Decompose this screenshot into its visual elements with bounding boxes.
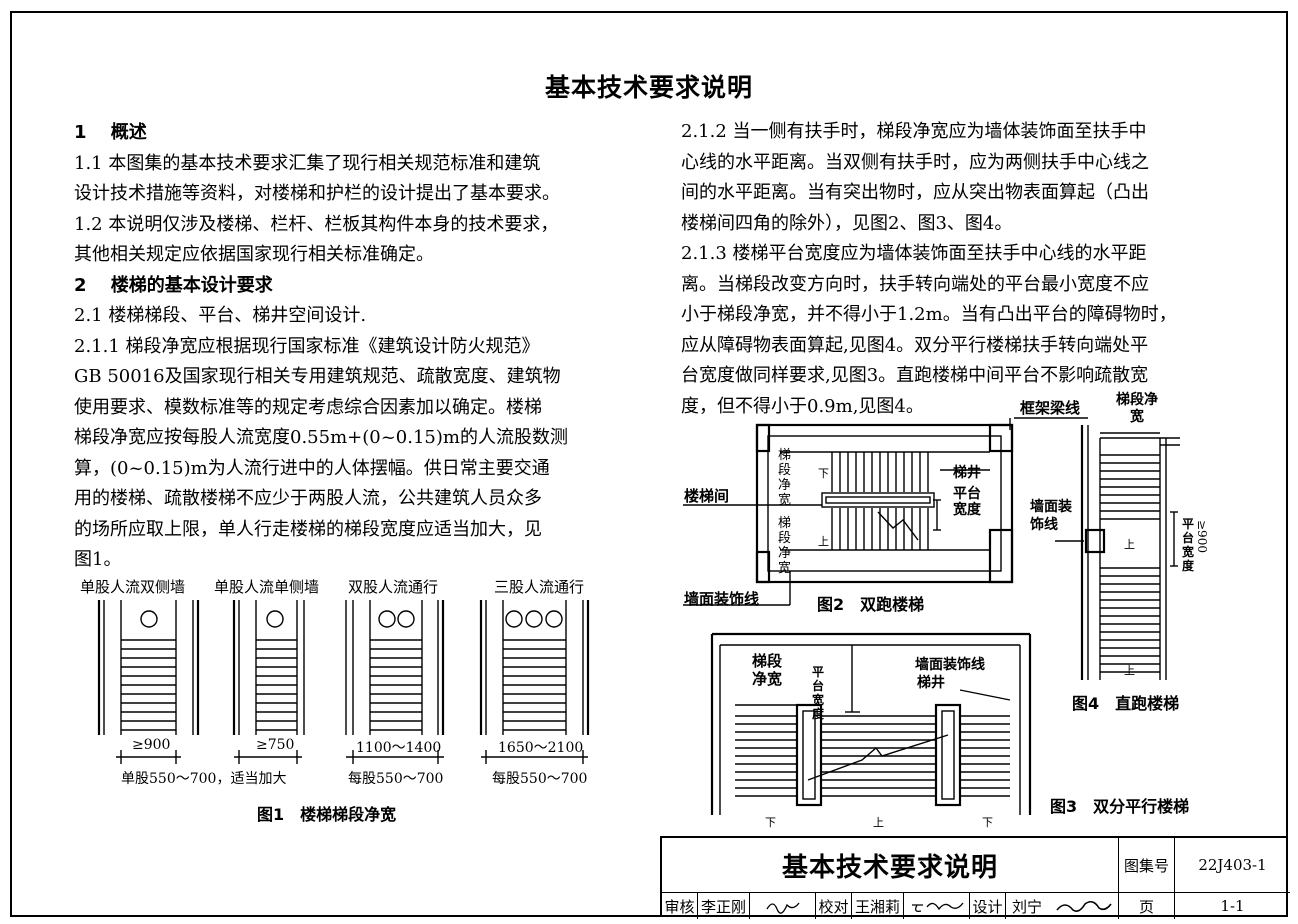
design-label: 设计 xyxy=(970,893,1006,919)
body-text-line: 小于梯段净宽，并不得小于1.2m。当有凸出平台的障碍物时， xyxy=(681,304,1177,325)
review-label: 审核 xyxy=(662,893,698,919)
fig3-caption: 图3 双分平行楼梯 xyxy=(1050,797,1190,816)
body-text-line: 2.1.3 楼梯平台宽度应为墙体装饰面至扶手中心线的水平距 xyxy=(681,243,1147,264)
fig2-wall-finish-label: 墙面装饰线 xyxy=(684,590,760,608)
designer-name: 刘宁 xyxy=(1011,897,1042,916)
reviewer-signature xyxy=(750,893,816,919)
fig4-platform-label: 平台宽度 xyxy=(1182,517,1195,573)
fig1-note-3: 每股550～700 xyxy=(492,771,588,787)
body-text-line: 楼梯间四角的除外），见图2、图3、图4。 xyxy=(681,212,1013,234)
page-label: 页 xyxy=(1119,893,1175,919)
title-block-main-title: 基本技术要求说明 xyxy=(662,838,1119,893)
reviewer-name: 李正刚 xyxy=(698,893,750,919)
fig2-down-label: 下 xyxy=(818,467,829,480)
section-heading: 2 楼梯的基本设计要求 xyxy=(74,274,273,296)
fig1-header-3: 双股人流通行 xyxy=(348,578,439,596)
body-text-line: 算，(0~0.15)m为人流行进中的人体摆幅。供日常主要交通 xyxy=(74,457,550,479)
body-text-line: 度，但不得小于0.9m,见图4。 xyxy=(681,395,924,417)
body-text-line: GB 50016及国家现行相关专用建筑规范、疏散宽度、建筑物 xyxy=(74,366,561,387)
fig2-run-width-b: 梯段净宽 xyxy=(778,516,792,576)
fig1-note-1: 单股550～700，适当加大 xyxy=(121,771,287,787)
fig4-up-label-2: 上 xyxy=(1124,664,1135,677)
body-text-line: 间的水平距离。当有突出物时，应从突出物表面算起（凸出 xyxy=(681,182,1149,203)
fig2-up-label: 上 xyxy=(818,535,829,548)
body-text-line: 用的楼梯、疏散楼梯不应少于两股人流，公共建筑人员众多 xyxy=(74,488,542,509)
designer-signature xyxy=(1048,893,1119,919)
body-text-line: 图1。 xyxy=(74,549,122,570)
fig3-well-label: 梯井 xyxy=(917,675,945,691)
body-text-line: 2.1.2 当一侧有扶手时，梯段净宽应为墙体装饰面至扶手中 xyxy=(681,121,1147,142)
fig1-dim-3: 1100～1400 xyxy=(356,740,442,756)
title-block: 基本技术要求说明 图集号 22J403-1 审核 李正刚 校对 王湘莉 设计 刘… xyxy=(660,836,1290,919)
page-number: 1-1 xyxy=(1220,897,1245,915)
atlas-number-label: 图集号 xyxy=(1119,838,1175,893)
body-text-line: 其他相关规定应依据国家现行相关标准确定。 xyxy=(74,244,434,265)
fig4-caption: 图4 直跑楼梯 xyxy=(1072,694,1180,713)
body-text-line: 离。当梯段改变方向时，扶手转向端处的平台最小宽度不应 xyxy=(681,273,1149,295)
fig4-run-width-label: 梯段净宽 xyxy=(1116,392,1158,425)
fig3-platform-label: 平台宽度 xyxy=(812,665,825,721)
body-text-line: 梯段净宽应按每股人流宽度0.55m+(0~0.15)m的人流股数测 xyxy=(74,427,568,448)
fig1-note-2: 每股550～700 xyxy=(348,771,444,787)
fig1-header-1: 单股人流双侧墙 xyxy=(80,578,186,596)
fig2-frame-beam-label: 框架梁线 xyxy=(1020,399,1081,417)
body-text-line: 心线的水平距离。当双侧有扶手时，应为两侧扶手中心线之 xyxy=(681,151,1149,173)
atlas-number-value: 22J403-1 xyxy=(1175,838,1290,893)
fig3-down-label-1: 下 xyxy=(765,816,776,829)
left-text-column: 1 概述 1.1 本图集的基本技术要求汇集了现行相关规范标准和建筑设计技术措施等资… xyxy=(74,118,616,576)
body-text-line: 台宽度做同样要求,见图3。直跑楼梯中间平台不影响疏散宽 xyxy=(681,365,1149,386)
fig2-well-label: 梯井 xyxy=(953,465,981,481)
fig3-wall-finish-label: 墙面装饰线 xyxy=(915,657,985,673)
body-text-line: 设计技术措施等资料，对楼梯和护栏的设计提出了基本要求。 xyxy=(74,183,560,204)
fig1-caption: 图1 楼梯梯段净宽 xyxy=(257,805,397,824)
body-text-line: 1.1 本图集的基本技术要求汇集了现行相关规范标准和建筑 xyxy=(74,152,541,174)
body-text-line: 使用要求、模数标准等的规定考虑综合因素加以确定。楼梯 xyxy=(74,396,542,418)
fig4-wall-finish-label: 墙面装饰线 xyxy=(1030,499,1072,533)
fig1-dim-2: ≥750 xyxy=(256,737,295,753)
page-title: 基本技术要求说明 xyxy=(544,73,753,102)
fig4-min-label: ≥900 xyxy=(1195,520,1209,553)
drawing-frame xyxy=(10,11,1288,917)
body-text-line: 2.1 楼梯梯段、平台、梯井空间设计. xyxy=(74,305,367,326)
fig2-run-width-a: 梯段净宽 xyxy=(778,448,792,508)
checker-signature xyxy=(904,893,970,919)
right-text-column: 2.1.2 当一侧有扶手时，梯段净宽应为墙体装饰面至扶手中心线的水平距离。当双侧… xyxy=(681,117,1226,422)
body-text-line: 的场所应取上限，单人行走楼梯的梯段宽度应适当加大，见 xyxy=(74,518,542,540)
body-text-line: 应从障碍物表面算起,见图4。双分平行楼梯扶手转向端处平 xyxy=(681,334,1149,356)
fig1-dim-4: 1650～2100 xyxy=(498,740,584,756)
checker-name: 王湘莉 xyxy=(852,893,904,919)
fig1-header-4: 三股人流通行 xyxy=(494,578,585,596)
fig1-dim-1: ≥900 xyxy=(132,737,171,753)
fig2-stairwell-label: 楼梯间 xyxy=(684,487,730,505)
body-text-line: 1.2 本说明仅涉及楼梯、栏杆、栏板其构件本身的技术要求， xyxy=(74,213,559,235)
fig2-caption: 图2 双跑楼梯 xyxy=(817,595,925,614)
fig1-header-2: 单股人流单侧墙 xyxy=(214,578,320,596)
body-text-line: 2.1.1 梯段净宽应根据现行国家标准《建筑设计防火规范》 xyxy=(74,335,540,357)
fig2-platform-label: 平台宽度 xyxy=(953,486,981,518)
check-label: 校对 xyxy=(816,893,852,919)
fig3-down-label-2: 下 xyxy=(982,816,993,829)
fig3-up-label: 上 xyxy=(873,816,884,829)
fig4-up-label-1: 上 xyxy=(1124,538,1135,551)
fig3-run-width-label: 梯段净宽 xyxy=(752,652,783,688)
section-heading: 1 概述 xyxy=(74,122,147,143)
